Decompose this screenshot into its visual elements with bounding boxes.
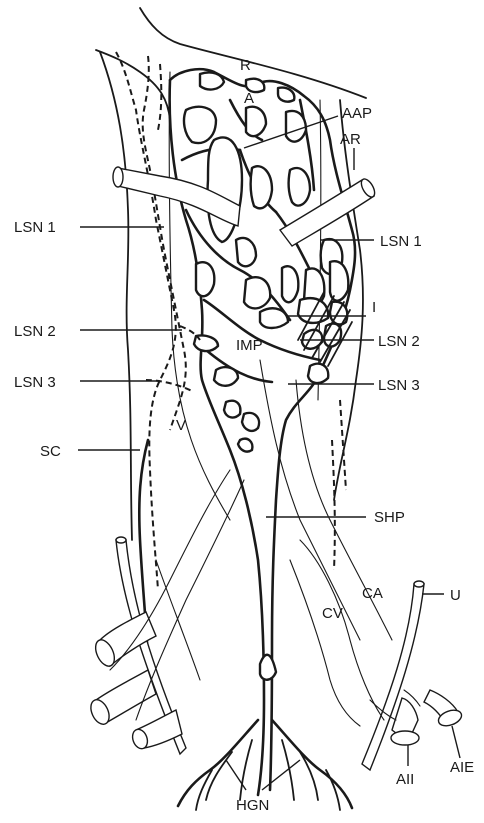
leader-aie (452, 726, 460, 758)
label-lsn1-left: LSN 1 (14, 219, 56, 236)
label-lsn1-right: LSN 1 (380, 233, 422, 250)
label-lsn2-left: LSN 2 (14, 323, 56, 340)
label-v: V (176, 417, 186, 434)
label-sc: SC (40, 443, 61, 460)
label-hgn: HGN (236, 797, 269, 814)
label-lsn2-right: LSN 2 (378, 333, 420, 350)
label-imp: IMP (236, 337, 263, 354)
label-lsn3-right: LSN 3 (378, 377, 420, 394)
label-lsn3-left: LSN 3 (14, 374, 56, 391)
label-u: U (450, 587, 461, 604)
label-cv: CV (322, 605, 343, 622)
label-aap: AAP (342, 105, 372, 122)
vessel-cylinders (87, 167, 463, 770)
label-a: A (244, 90, 254, 107)
plexus-foramina (184, 72, 348, 679)
label-i: I (372, 299, 376, 316)
label-ca: CA (362, 585, 383, 602)
leader-hgn-right (262, 760, 300, 790)
label-r: R (240, 57, 251, 74)
label-aii: AII (396, 771, 414, 788)
label-shp: SHP (374, 509, 405, 526)
label-ar: AR (340, 131, 361, 148)
label-aie: AIE (450, 759, 474, 776)
